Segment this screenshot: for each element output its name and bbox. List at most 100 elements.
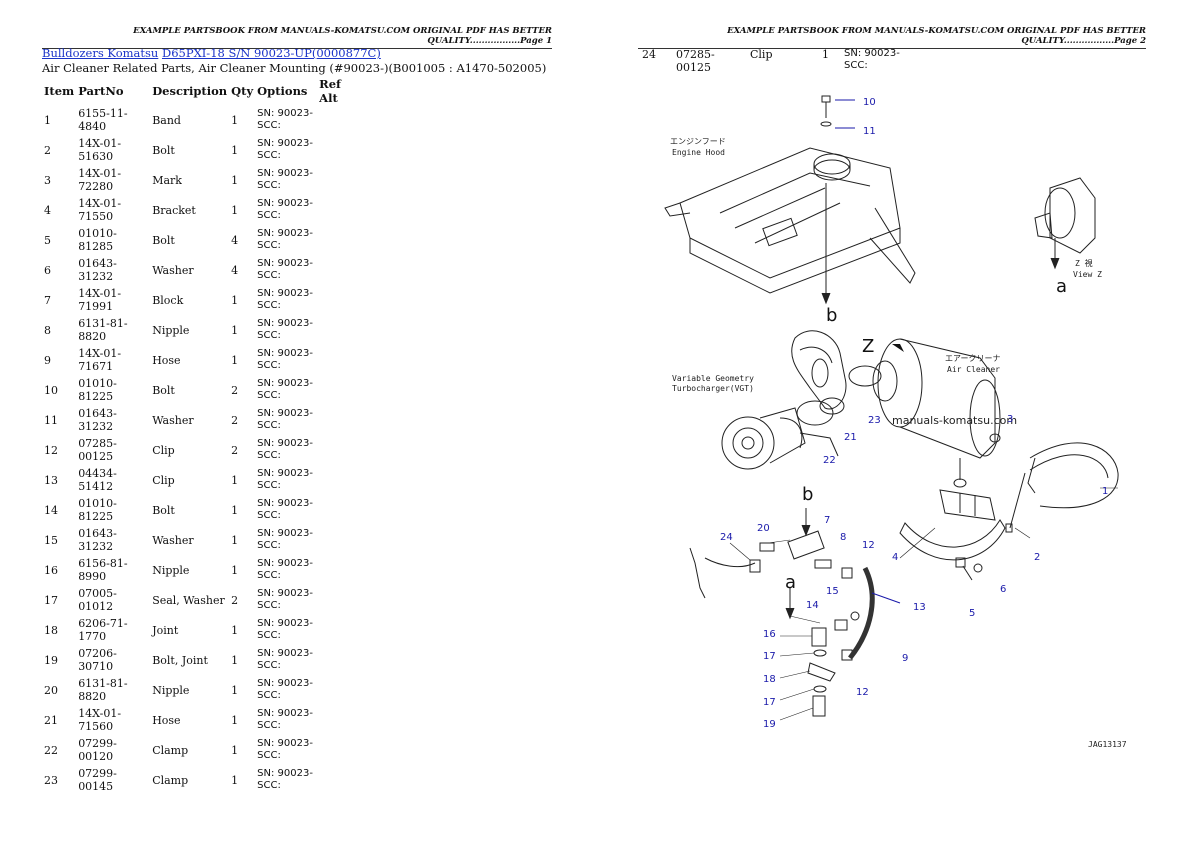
- callout-13: 13: [913, 602, 926, 613]
- engine-hood-drawing: [664, 147, 916, 294]
- cell-item: 21: [44, 713, 58, 727]
- cell-partno: 07299-00120: [78, 737, 117, 763]
- cell-partno: 6206-71-1770: [78, 617, 128, 643]
- cell-refalt: [317, 705, 359, 735]
- cell-description: Clip: [750, 48, 773, 61]
- cell-qty: 1: [231, 473, 239, 487]
- callout-7: 7: [824, 515, 830, 526]
- cell-refalt: [317, 495, 359, 525]
- callout-12-bottom: 12: [856, 687, 869, 698]
- view-z-label: View Z: [1073, 270, 1102, 279]
- cell-options: SN: 90023- SCC:: [257, 198, 313, 221]
- cell-description: Bolt: [152, 383, 175, 397]
- callout-4: 4: [892, 552, 898, 563]
- callout-11: 11: [863, 126, 876, 137]
- air-cleaner-jp-label: エアークリーナ: [945, 354, 1001, 363]
- cell-refalt: [317, 765, 359, 795]
- letter-a-bottom: a: [785, 572, 796, 593]
- cell-item: 16: [44, 563, 58, 577]
- col-qty: Qty: [231, 84, 254, 98]
- cell-refalt: [317, 195, 359, 225]
- cell-refalt: [317, 285, 359, 315]
- cell-options: SN: 90023- SCC:: [257, 348, 313, 371]
- cell-partno: 01010-81225: [78, 377, 117, 403]
- cell-options: SN: 90023- SCC:: [257, 108, 313, 131]
- breadcrumb-link-model[interactable]: D65PXI-18 S/N 90023-UP(0000877C): [161, 46, 381, 60]
- letter-a-top: a: [1056, 276, 1067, 297]
- hose-drawing: [791, 330, 847, 415]
- cell-options: SN: 90023- SCC:: [257, 318, 313, 341]
- table-row: 24 07285-00125 Clip 1 SN: 90023- SCC:: [640, 48, 906, 74]
- cell-qty: 1: [231, 353, 239, 367]
- engine-hood-jp-label: エンジンフード: [670, 137, 726, 146]
- callout-21: 21: [844, 432, 857, 443]
- cell-refalt: [317, 555, 359, 585]
- cell-refalt: [317, 735, 359, 765]
- page2-header: EXAMPLE PARTSBOOK FROM MANUALS-KOMATSU.C…: [638, 26, 1146, 49]
- cell-qty: 1: [231, 623, 239, 637]
- cell-qty: 1: [231, 113, 239, 127]
- page-subtitle: Air Cleaner Related Parts, Air Cleaner M…: [42, 61, 547, 75]
- cell-item: 8: [44, 323, 51, 337]
- cell-options: SN: 90023- SCC:: [257, 408, 313, 431]
- cell-item: 15: [44, 533, 58, 547]
- cell-partno: 14X-01-51630: [78, 137, 122, 163]
- cell-partno: 14X-01-71550: [78, 197, 122, 223]
- cell-qty: 1: [231, 143, 239, 157]
- cell-item: 23: [44, 773, 58, 787]
- cell-description: Nipple: [152, 683, 190, 697]
- cell-description: Hose: [152, 353, 181, 367]
- cell-qty: 1: [231, 743, 239, 757]
- cell-partno: 6156-81-8990: [78, 557, 128, 583]
- callout-3: 3: [1007, 414, 1013, 425]
- air-cleaner-drawing: [872, 338, 1001, 488]
- cell-options: SN: 90023- SCC:: [257, 228, 313, 251]
- parts-table: Item PartNo Description Qty Options Ref …: [42, 77, 359, 795]
- cell-description: Bolt: [152, 233, 175, 247]
- callout-22: 22: [823, 455, 836, 466]
- cell-item: 17: [44, 593, 58, 607]
- cell-partno: 07005-01012: [78, 587, 117, 613]
- cell-refalt: [317, 225, 359, 255]
- callout-6: 6: [1000, 584, 1006, 595]
- cell-item: 22: [44, 743, 58, 757]
- cell-description: Block: [152, 293, 184, 307]
- cell-options: SN: 90023- SCC:: [257, 618, 313, 641]
- cell-partno: 01010-81285: [78, 227, 117, 253]
- cell-description: Hose: [152, 713, 181, 727]
- cell-refalt: [317, 645, 359, 675]
- cell-partno: 6155-11-4840: [78, 107, 128, 133]
- cell-description: Washer: [152, 533, 194, 547]
- cell-qty: 4: [231, 233, 239, 247]
- cell-item: 24: [642, 48, 656, 61]
- callout-17-bottom: 17: [763, 697, 776, 708]
- cell-partno: 07206-30710: [78, 647, 117, 673]
- cell-item: 2: [44, 143, 51, 157]
- cell-refalt: [317, 435, 359, 465]
- cell-item: 13: [44, 473, 58, 487]
- view-z-arrow-icon: [892, 344, 904, 352]
- cell-description: Clip: [152, 443, 175, 457]
- breadcrumb-link-category[interactable]: Bulldozers Komatsu: [42, 46, 159, 60]
- callout-12-top: 12: [862, 540, 875, 551]
- cell-description: Joint: [152, 623, 179, 637]
- callout-20: 20: [757, 523, 770, 534]
- cell-description: Bolt: [152, 143, 175, 157]
- cell-options: SN: 90023- SCC:: [257, 738, 313, 761]
- cell-partno: 07299-00145: [78, 767, 117, 793]
- cell-qty: 1: [231, 653, 239, 667]
- cell-partno: 6131-81-8820: [78, 317, 128, 343]
- page1-header: EXAMPLE PARTSBOOK FROM MANUALS-KOMATSU.C…: [42, 26, 552, 49]
- cell-description: Nipple: [152, 563, 190, 577]
- col-refalt: Ref Alt: [319, 77, 341, 105]
- cell-partno: 07285-00125: [676, 48, 715, 74]
